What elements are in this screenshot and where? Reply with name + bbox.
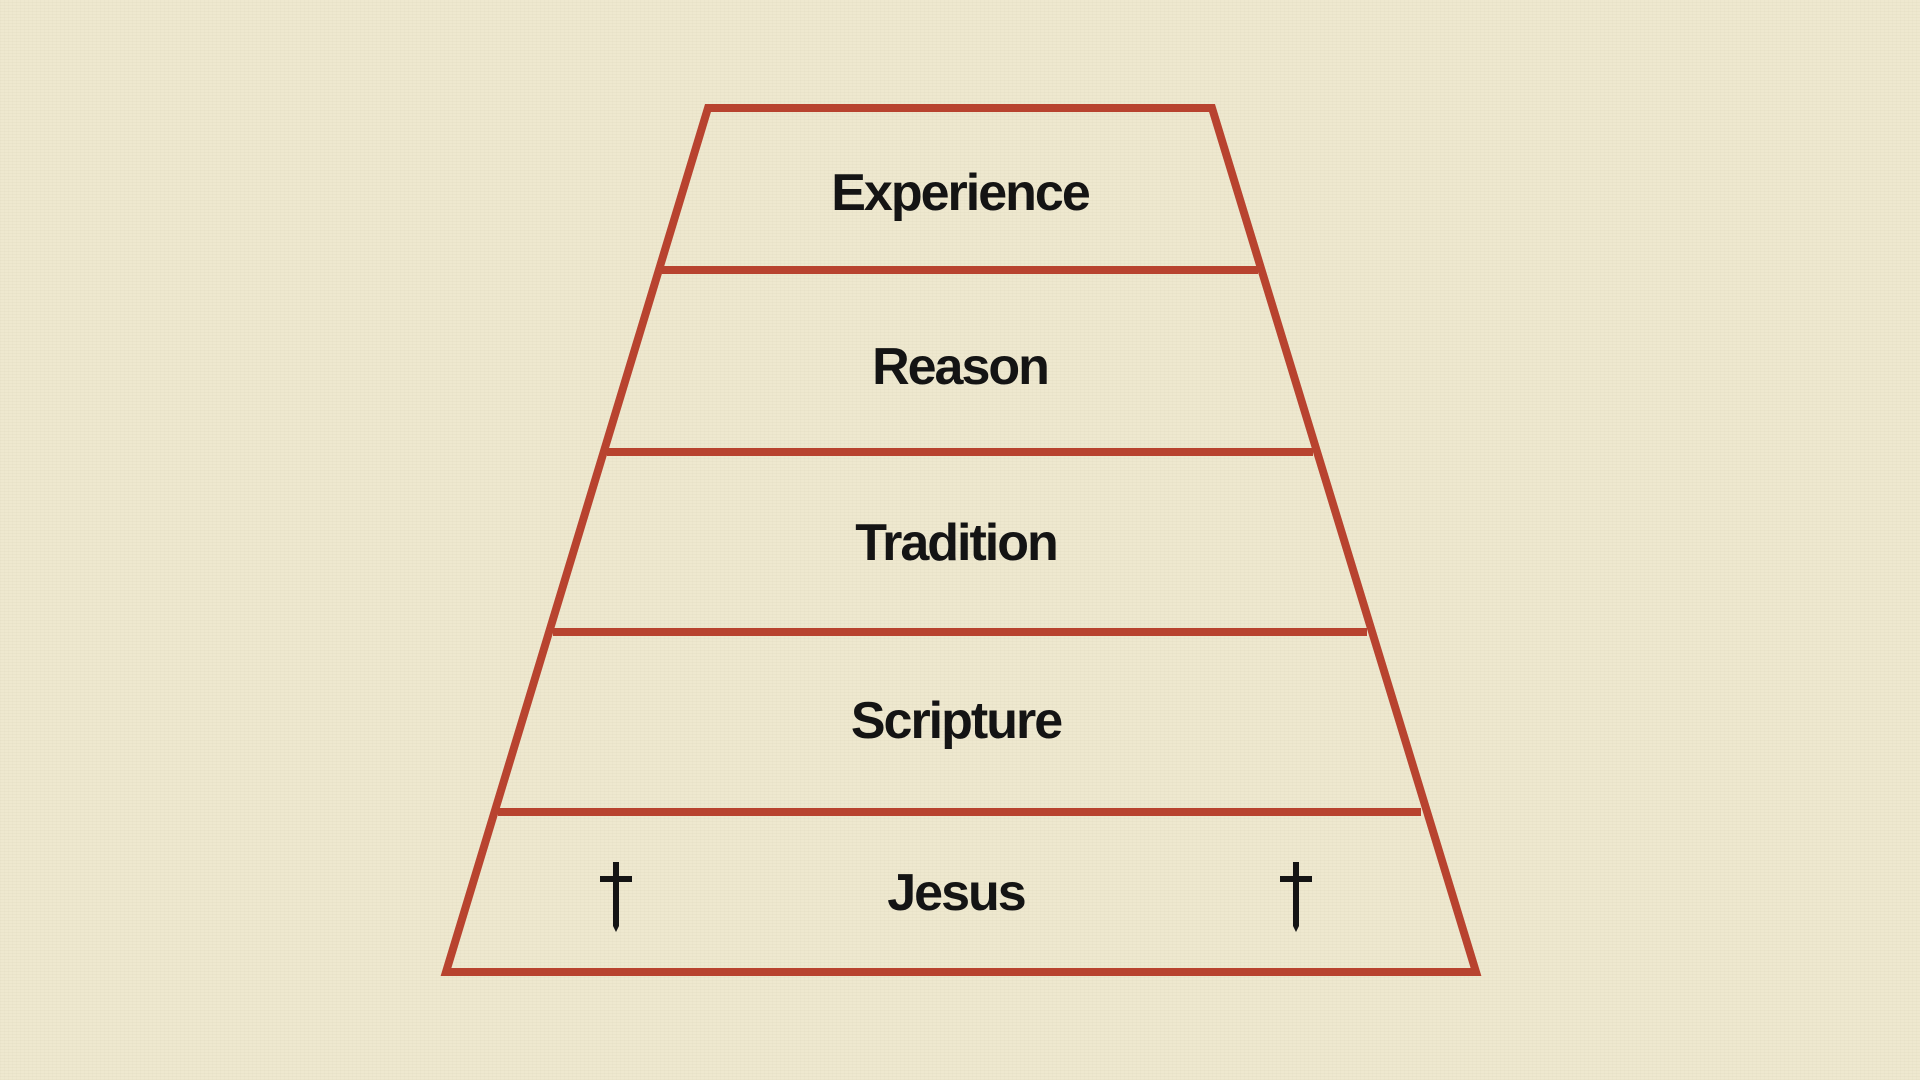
tier-label-scripture: Scripture	[851, 692, 1062, 750]
pyramid-outline	[440, 104, 1482, 976]
cross-icon	[600, 862, 632, 932]
tier-label-experience: Experience	[831, 164, 1090, 222]
tier-label-reason: Reason	[872, 338, 1048, 396]
tier-label-jesus: Jesus	[887, 864, 1025, 922]
cross-icon	[1280, 862, 1312, 932]
tier-label-tradition: Tradition	[855, 514, 1057, 572]
